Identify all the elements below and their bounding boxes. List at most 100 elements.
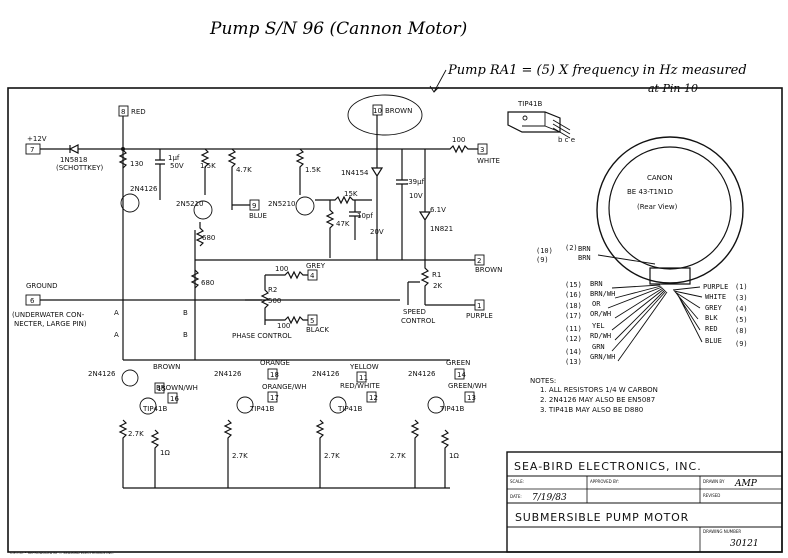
resistor-4-7k [227,148,237,210]
motor-right-3-color: BLK [705,314,718,322]
motor-wire-4-pin: (17) [565,312,582,320]
pin-8-label: RED [131,108,146,116]
pin-10-label: BROWN [385,107,412,115]
motor-wire-5-color: YEL [592,322,605,330]
motor-model: BE 43-T1N1D [627,188,673,196]
pin-13-label: GREEN/WH [448,382,487,390]
motor-left-wire-lines [607,284,668,362]
diode-1n4154 [370,115,384,260]
tip-4: TIP41B [439,405,464,413]
motor-right-5-color: BLUE [705,337,722,345]
motor-view: (Rear View) [637,203,678,211]
pin-13-box [464,391,475,403]
pin-1-label: PURPLE [466,312,493,320]
tip-1-symbol [139,397,157,415]
c-10pf: 10pf [357,212,373,220]
pin-5: 5 [310,317,314,325]
r-2-7k-3-symbol [315,419,325,488]
drv-2n4126-3: 2N4126 [312,370,340,378]
resistor-680-a [195,222,205,247]
pin10-circle [347,94,423,136]
pin-2-box [474,254,485,266]
motor-wire-4-color: OR/WH [590,310,611,318]
tip-2-symbol [236,396,254,414]
motor-right-wire-lines [672,286,703,343]
pot-r2 [260,275,270,325]
ra1-note: Pump RA1 = (5) X frequency in Hz measure… [447,63,747,78]
pin-16-label: BROWN/WH [156,384,198,392]
tip-4-symbol [427,396,445,414]
notes-heading: NOTES: [530,377,556,385]
pin-8: 8 [121,108,125,116]
motor-wire-0-color: BRN [578,245,591,253]
pin-6: 6 [30,297,35,305]
motor-right-0-color: PURPLE [703,283,728,291]
r-1-5k-a: 1.5K [200,162,216,170]
motor-wire-6-pin: (12) [565,335,582,343]
tip-3: TIP41B [337,405,362,413]
pin-18-box [267,368,278,380]
motor-wire-8-color: GRN/WH [590,353,615,361]
motor-right-4-color: RED [705,325,718,333]
pin-2: 2 [477,257,481,265]
motor-wire-2-color: BRN/WH [590,290,615,298]
motor-wire-7-pin: (14) [565,348,582,356]
tip41b-pins: b c e [558,136,575,144]
drawing-number: 30121 [730,539,759,549]
motor-right-0-pin: (1) [735,283,748,291]
wire [407,281,475,306]
pin-3-box [477,143,488,155]
c-39: .39µf [406,178,425,186]
motor-right-1-color: WHITE [705,293,726,301]
pin-6-label: GROUND [26,282,58,290]
note-3: 3. TIP41B MAY ALSO BE D880 [540,406,643,414]
pin-5-box [307,314,318,326]
pin-12-box [366,391,377,403]
handwritten-title: Pump S/N 96 (Cannon Motor) [209,19,467,39]
driver-stage-1: 2N4126 15 BROWN 16 BROWN/WH TIP41B 2.7K … [88,363,198,488]
motor-wire-5-pin: (11) [565,325,582,333]
motor-right-2-pin: (4) [735,305,748,313]
r-4-7k: 4.7K [236,166,252,174]
r-1-b: 1Ω [449,452,459,460]
tip41b-hole [522,115,528,121]
pin-3-label: WHITE [477,157,500,165]
motor-wire-exit [649,267,691,285]
pin-17-box [267,391,278,403]
tip-3-symbol [329,396,347,414]
bus-a-label-2: A [114,331,119,339]
motor-left-top-pin3: (9) [536,256,549,264]
r-47k: 47K [336,220,350,228]
pin-11-box [356,371,367,383]
approved-label: APPROVED BY: [590,479,619,484]
r-100-black: 100 [277,322,290,330]
pin-7-voltage: +12V [27,135,47,143]
pot-r1 [420,260,430,305]
r-1-a: 1Ω [160,449,170,457]
pin-12-label: RED/WHITE [340,382,380,390]
r-1-5k-b: 1.5K [305,166,321,174]
r2: R2 [268,286,277,294]
speed-control-1: SPEED [403,308,426,316]
q-2n4126-top-symbol [120,193,140,213]
scale-label: SCALE: [510,479,524,484]
driver-stage-2: 2N4126 ORANGE 18 ORANGE/WH 17 TIP41B 2.7… [214,359,307,488]
drawing-title: SUBMERSIBLE PUMP MOTOR [515,511,689,524]
motor-inner [608,146,732,270]
pin-4-label: GREY [306,262,326,270]
pin-4-box [307,269,318,281]
r-2-7k-1-symbol [118,419,128,488]
c-1uf-v: 50V [170,162,184,170]
q-2n5210-b: 2N5210 [268,200,296,208]
pin-16: 16 [170,395,179,403]
date-label: DATE: [510,494,522,499]
speed-control-2: CONTROL [401,317,435,325]
notes-block: NOTES: 1. ALL RESISTORS 1/4 W CARBON 2. … [530,377,658,414]
tip41b-leads [552,119,571,139]
d-1n4154: 1N4154 [341,169,369,177]
r-2-7k-4: 2.7K [390,452,406,460]
motor-wire-1-pin: (15) [565,281,582,289]
pin-3: 3 [480,146,484,154]
q-2n5210: 2N5210 [176,200,204,208]
motor-wire [597,254,656,265]
